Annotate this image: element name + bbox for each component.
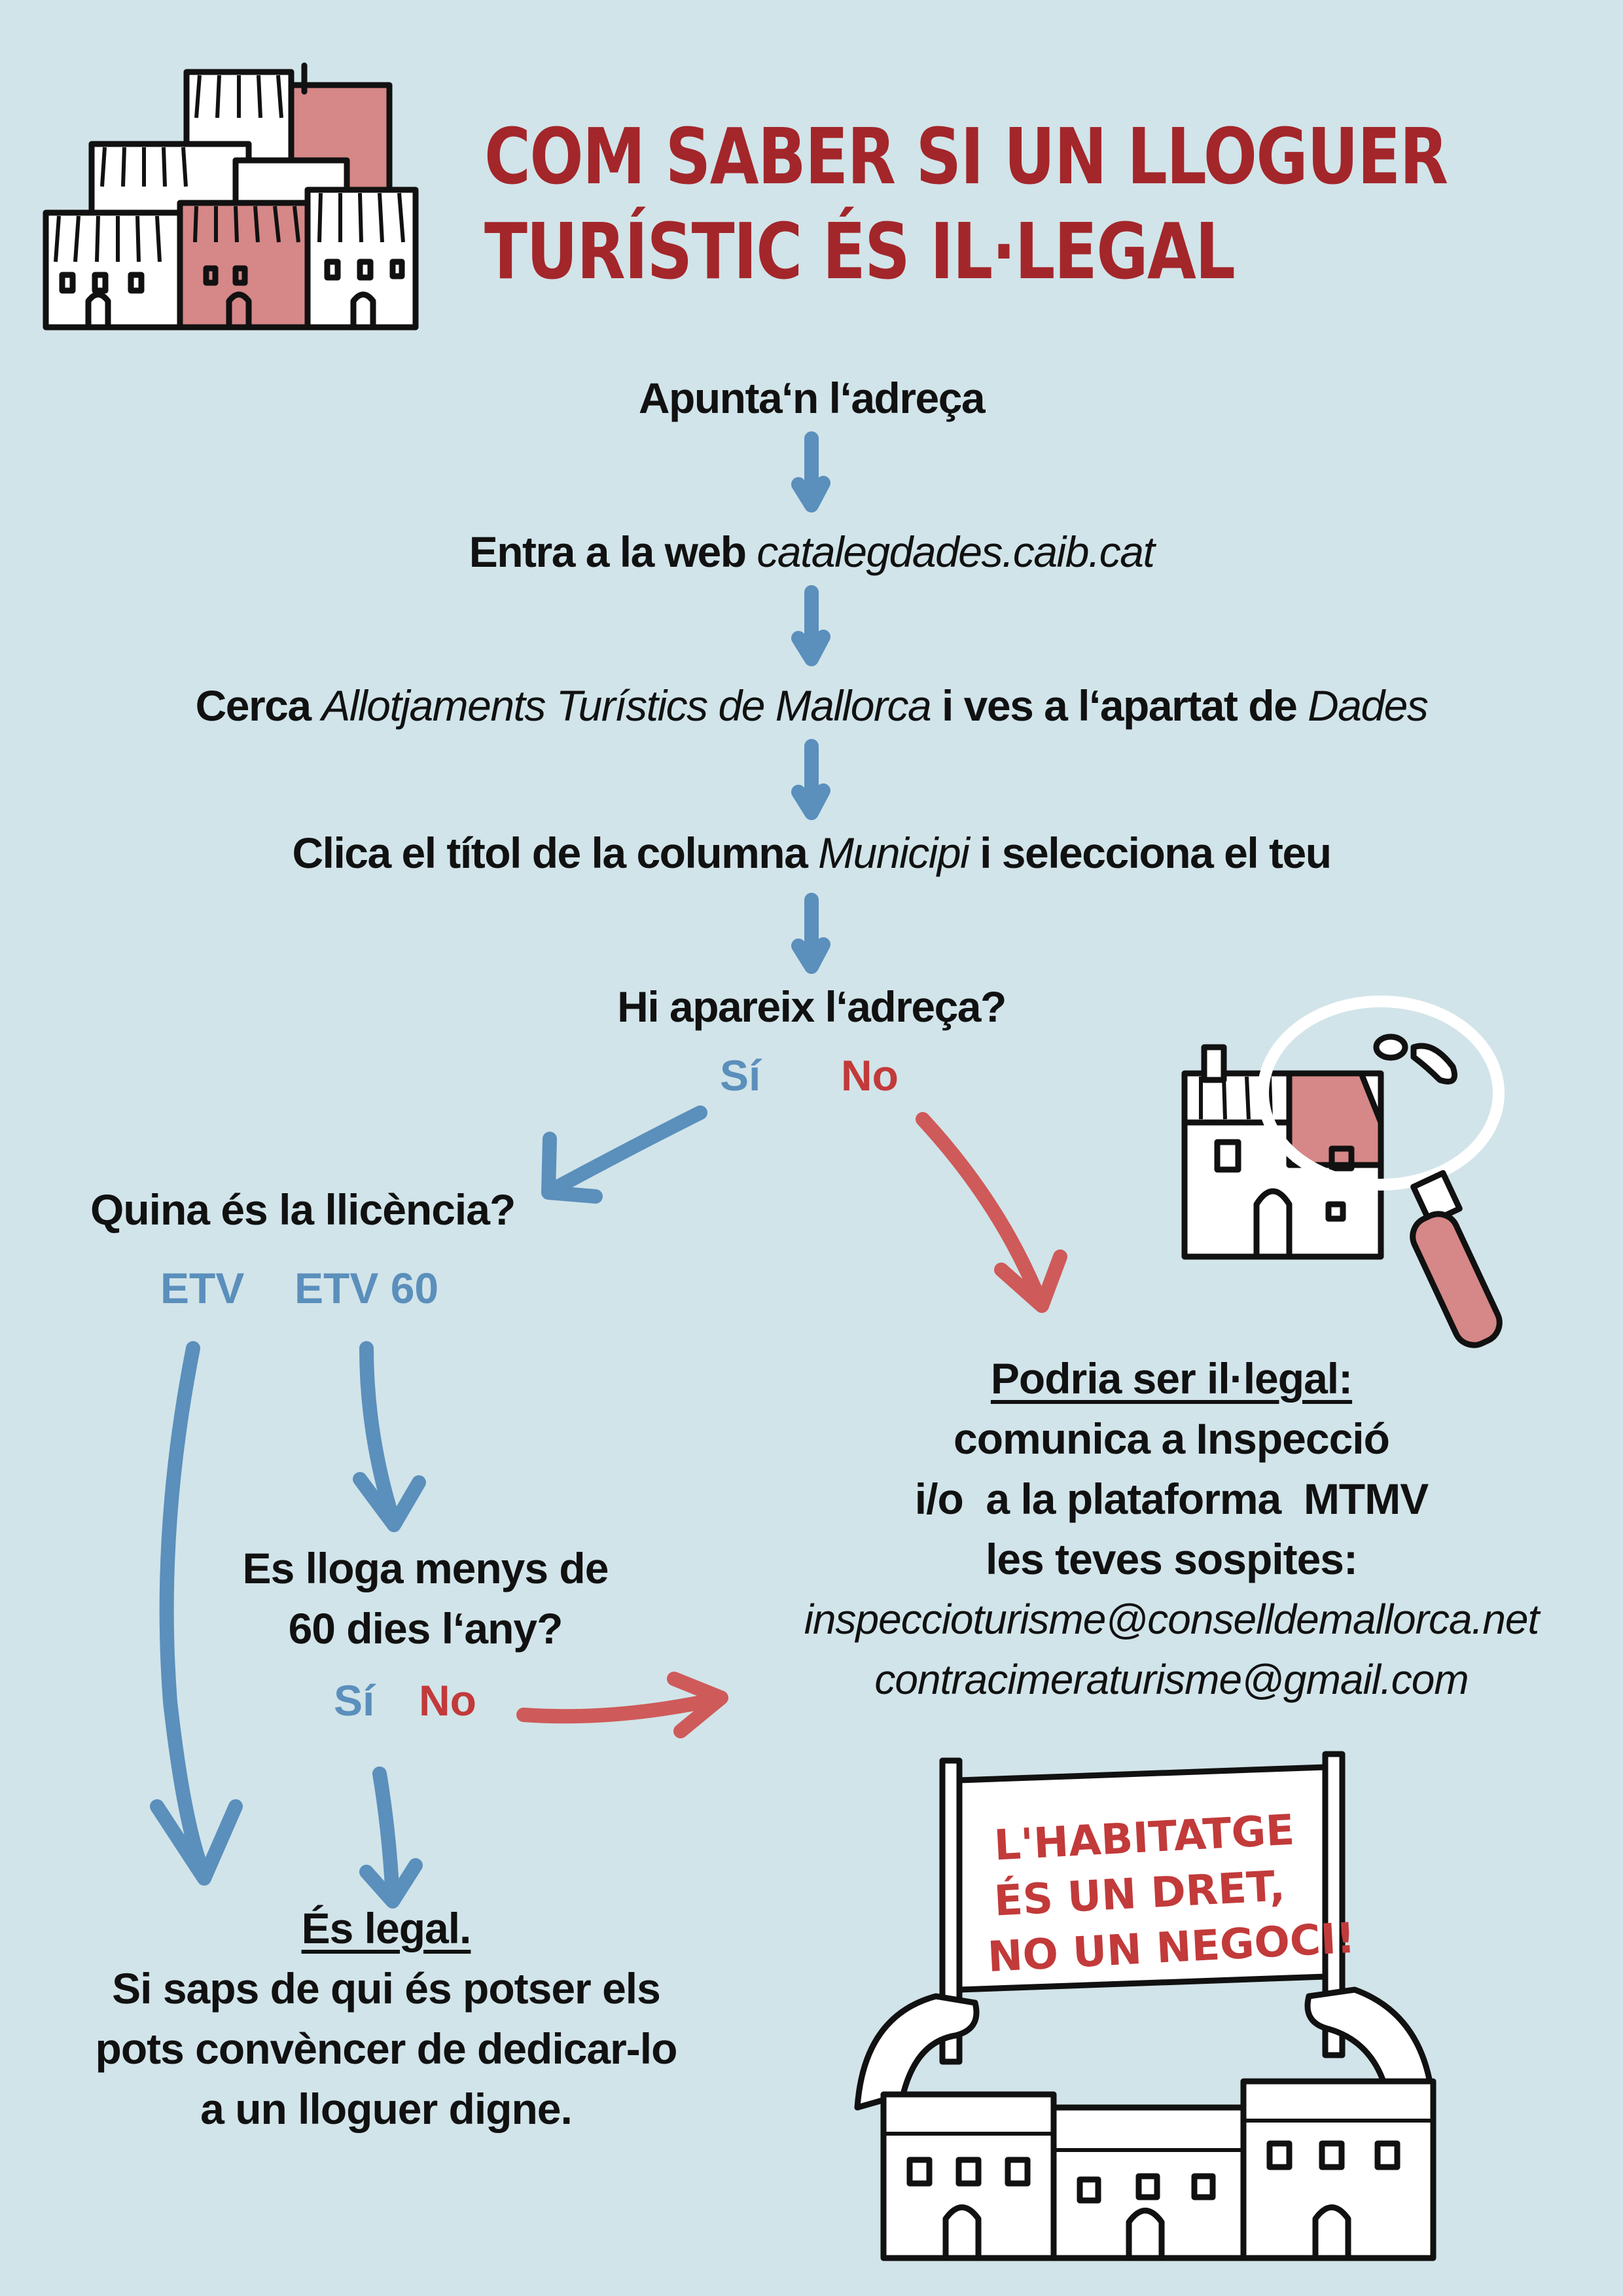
answer-yes: Sí <box>720 1051 761 1100</box>
houses-illustration <box>43 62 419 331</box>
arrow-days-yes-icon <box>359 1767 423 1909</box>
arrow-down-icon <box>791 585 830 666</box>
arrow-yes-icon <box>541 1105 707 1204</box>
magnifier-house-illustration <box>1181 996 1505 1348</box>
arrow-down-icon <box>791 431 830 512</box>
step-filter-municipality: Clica el títol de la columna Municipi i … <box>0 828 1623 878</box>
days-answer-yes: Sí <box>334 1676 375 1725</box>
dataset-name: Allotjaments Turístics de Mallorca <box>321 681 931 730</box>
answer-no: No <box>841 1051 899 1100</box>
website-link[interactable]: catalegdades.caib.cat <box>757 528 1154 576</box>
licence-option-etv: ETV <box>160 1264 245 1312</box>
result-legal-line-2: pots convèncer de dedicar-lo <box>95 2024 678 2073</box>
protest-sign-illustration: L'HABITATGE ÉS UN DRET, NO UN NEGOCI! <box>854 1751 1436 2261</box>
arrow-down-icon <box>791 739 830 820</box>
question-days-line-2: 60 dies l‘any? <box>288 1604 563 1653</box>
email-platform-link[interactable]: contracimeraturisme@gmail.com <box>874 1656 1469 1703</box>
licence-option-etv60: ETV 60 <box>294 1264 439 1312</box>
result-legal: És legal. Si saps de qui és potser els p… <box>52 1898 720 2139</box>
column-name: Municipi <box>818 829 970 877</box>
step-text: i ves a l‘apartat de <box>931 681 1308 730</box>
arrow-down-icon <box>791 893 830 974</box>
arrow-etv60-icon <box>353 1341 426 1532</box>
arrow-no-icon <box>916 1112 1067 1313</box>
result-illegal-heading: Podria ser il·legal: <box>990 1354 1353 1403</box>
step-search-dataset: Cerca Allotjaments Turístics de Mallorca… <box>0 681 1623 730</box>
result-illegal: Podria ser il·legal: comunica a Inspecci… <box>720 1348 1623 1710</box>
question-address-appears: Hi apareix l‘adreça? <box>617 982 1007 1031</box>
result-illegal-line-3: les teves sospites: <box>986 1535 1358 1583</box>
question-licence: Quina és la llicència? <box>90 1185 516 1234</box>
question-days-line-1: Es lloga menys de <box>242 1544 609 1592</box>
result-legal-line-3: a un lloguer digne. <box>200 2085 573 2133</box>
arrow-etv-icon <box>150 1341 243 1886</box>
step-text: i selecciona el teu <box>969 829 1332 877</box>
email-inspection-link[interactable]: inspeccioturisme@conselldemallorca.net <box>804 1596 1540 1643</box>
step-enter-website-label: Entra a la web <box>469 528 757 576</box>
arrow-days-no-icon <box>516 1672 728 1738</box>
tab-name: Dades <box>1308 681 1429 730</box>
step-note-address: Apunta‘n l‘adreça <box>638 374 986 422</box>
question-days: Es lloga menys de 60 dies l‘any? <box>223 1538 628 1659</box>
result-legal-line-1: Si saps de qui és potser els <box>112 1964 661 2013</box>
title-line-2: TURÍSTIC ÉS IL·LEGAL <box>484 206 1236 296</box>
result-illegal-line-1: comunica a Inspecció <box>954 1414 1390 1463</box>
title-line-1: COM SABER SI UN LLOGUER <box>484 111 1448 202</box>
step-enter-website: Entra a la web catalegdades.caib.cat <box>0 527 1623 577</box>
result-illegal-line-2: i/o a la plataforma MTMV <box>914 1475 1429 1523</box>
result-legal-heading: És legal. <box>301 1904 472 1952</box>
step-text: Clica el títol de la columna <box>292 829 819 877</box>
step-text: Cerca <box>195 681 322 730</box>
days-answer-no: No <box>419 1676 476 1725</box>
